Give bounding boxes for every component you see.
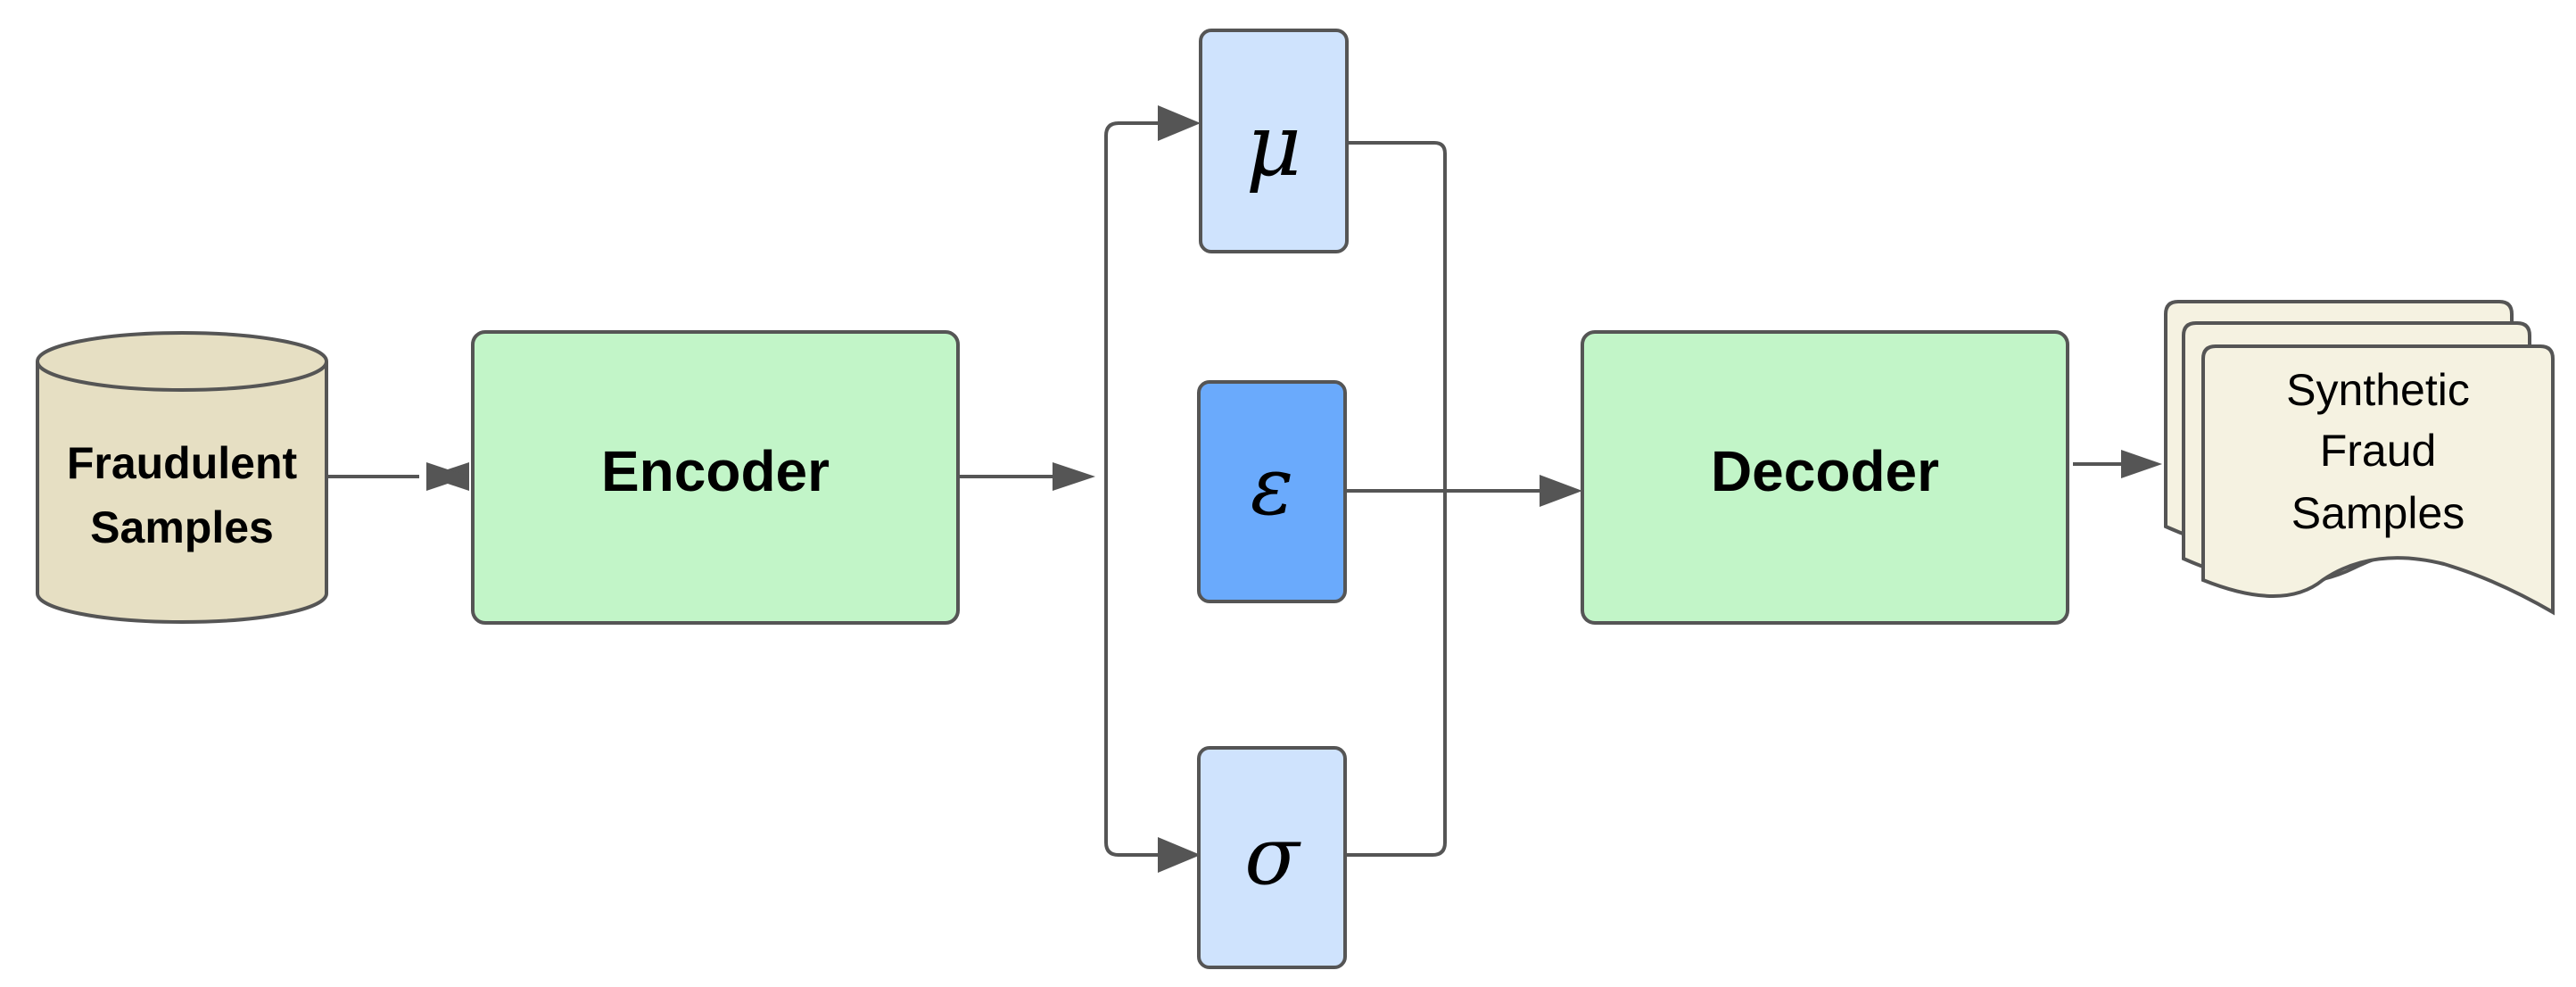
encoder-label: Encoder bbox=[601, 439, 830, 503]
cylinder-body bbox=[36, 361, 328, 624]
epsilon-box bbox=[1197, 380, 1347, 603]
mu-block: μ bbox=[1199, 29, 1349, 253]
output-label-line3: Samples bbox=[2291, 488, 2465, 538]
synthetic-fraud-samples-documents: Synthetic Fraud Samples bbox=[2164, 300, 2555, 616]
document-front bbox=[2201, 344, 2555, 616]
arrowhead-to-sigma bbox=[1158, 837, 1201, 873]
epsilon-label: ε bbox=[1251, 440, 1293, 534]
mu-box bbox=[1199, 29, 1349, 253]
source-label-line1: Fraudulent bbox=[67, 438, 298, 488]
decoder-block: Decoder bbox=[1581, 330, 2069, 625]
decoder-box bbox=[1581, 330, 2069, 625]
encoder-box bbox=[471, 330, 960, 625]
arrowhead-to-split bbox=[1053, 462, 1095, 491]
output-label-line2: Fraud bbox=[2320, 426, 2437, 476]
arrowhead-to-output bbox=[2121, 450, 2162, 478]
sigma-block: σ bbox=[1197, 746, 1347, 969]
epsilon-block: ε bbox=[1197, 380, 1347, 603]
source-label-line2: Samples bbox=[90, 502, 274, 552]
encoder-block: Encoder bbox=[471, 330, 960, 625]
decoder-label: Decoder bbox=[1711, 439, 1939, 503]
fraudulent-samples-database: Fraudulent Samples bbox=[36, 331, 328, 624]
sigma-label: σ bbox=[1244, 809, 1301, 903]
split-line bbox=[1104, 121, 1160, 477]
sigma-box bbox=[1197, 746, 1347, 969]
arrowhead-to-encoder bbox=[426, 462, 469, 491]
arrowhead-to-decoder bbox=[1540, 475, 1582, 507]
arrowhead-to-mu bbox=[1158, 105, 1201, 141]
split-line-lower bbox=[1104, 477, 1160, 857]
mu-to-rail bbox=[1345, 141, 1447, 857]
output-label-line1: Synthetic bbox=[2286, 365, 2470, 415]
mu-label: μ bbox=[1246, 95, 1301, 195]
cylinder-top bbox=[36, 331, 328, 392]
arrowheads bbox=[426, 105, 2162, 873]
